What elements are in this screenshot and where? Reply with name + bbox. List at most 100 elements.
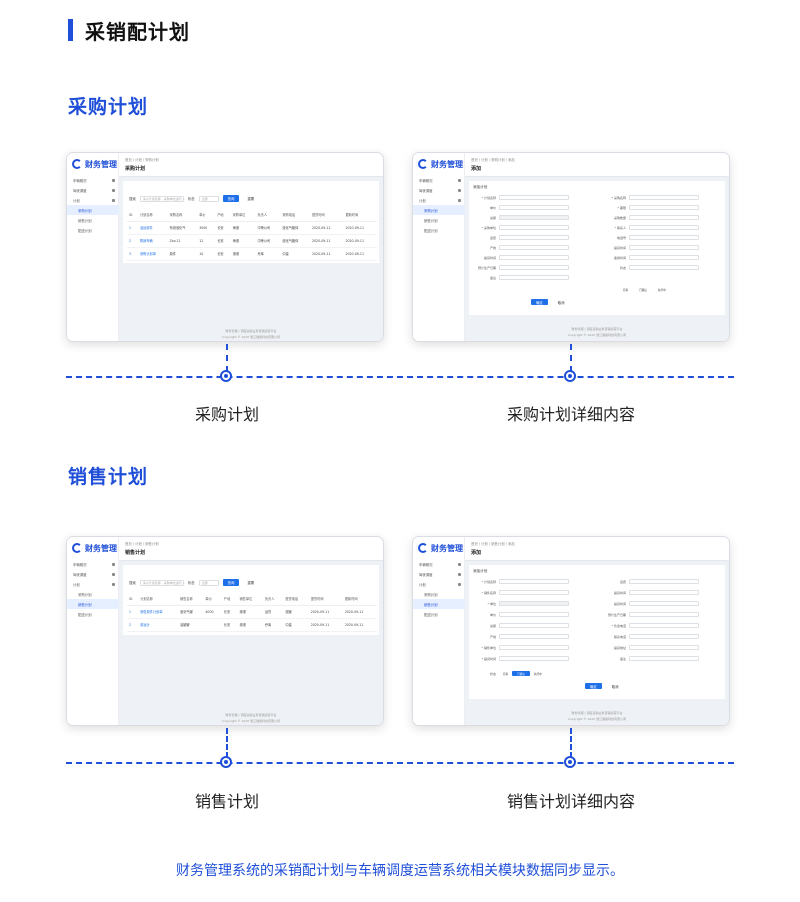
confirm-button[interactable]: 确定 xyxy=(585,683,602,689)
menu-item-sales-plan[interactable]: 销售计划 xyxy=(67,599,119,609)
mini-page-title: 采购计划 xyxy=(125,166,146,172)
mini-footer: 财务管理 | 调度运输业务营销运营平台 xyxy=(571,711,623,715)
menu-item-vehicle[interactable]: 车辆概况 xyxy=(67,175,119,185)
form-title: 添加计划 xyxy=(473,185,488,189)
menu-item-dispatch[interactable]: 驾驶调度 xyxy=(67,569,119,579)
menu-item-plan[interactable]: 计划 xyxy=(67,195,119,205)
status-select[interactable]: 全部 xyxy=(198,195,219,202)
form-input[interactable] xyxy=(499,255,569,260)
cancel-button[interactable]: 取消 xyxy=(607,683,623,689)
table-cell[interactable]: 原运计 xyxy=(138,618,179,632)
form-input[interactable] xyxy=(499,265,569,270)
menu-item-delivery-plan[interactable]: 配送计划 xyxy=(424,228,438,233)
form-label: 预计生产日期 xyxy=(477,265,496,270)
menu-item-vehicle[interactable]: 车辆概况 xyxy=(67,559,119,569)
menu-item-purchase-plan[interactable]: 采购计划 xyxy=(67,205,119,215)
menu-item-plan[interactable]: 计划 xyxy=(413,579,465,589)
form-input[interactable] xyxy=(629,579,699,584)
menu-item-delivery-plan[interactable]: 配送计划 xyxy=(78,612,92,617)
breadcrumb: 首页 / 计划 / 销售计划 xyxy=(125,542,159,546)
menu-item-dispatch[interactable]: 驾驶调度 xyxy=(413,185,465,195)
form-label: * 提货时间 xyxy=(481,656,496,661)
form-input[interactable] xyxy=(629,205,699,210)
form-input[interactable] xyxy=(629,590,699,595)
reset-button[interactable]: 重置 xyxy=(243,579,259,586)
menu-item-delivery-plan[interactable]: 配送计划 xyxy=(78,228,92,233)
form-row: 提货时间 xyxy=(599,245,699,250)
form-input[interactable] xyxy=(499,612,569,617)
form-input[interactable] xyxy=(629,612,699,617)
form-input[interactable] xyxy=(629,195,699,200)
menu-item-dispatch[interactable]: 驾驶调度 xyxy=(67,185,119,195)
table-cell[interactable]: 销售原件计划单 xyxy=(138,605,179,619)
table-cell: 海港 xyxy=(230,234,256,248)
form-input[interactable] xyxy=(499,634,569,639)
menu-item-plan[interactable]: 计划 xyxy=(413,195,465,205)
form-input[interactable] xyxy=(629,623,699,628)
section-title-purchase: 采购计划 xyxy=(68,96,149,118)
query-button[interactable]: 查询 xyxy=(222,195,240,202)
menu-item-vehicle[interactable]: 车辆概况 xyxy=(413,175,465,185)
table-header-cell: 提货电话 xyxy=(283,593,309,606)
form-input[interactable] xyxy=(499,656,569,661)
form-label: * 销售名称 xyxy=(481,590,496,595)
search-input[interactable]: 请以计划名称、采购单位进行... xyxy=(139,579,185,586)
table-cell: 2020-09-11 xyxy=(308,618,343,632)
menu-item-sales-plan[interactable]: 销售计划 xyxy=(78,218,92,223)
form-input[interactable] xyxy=(499,195,569,200)
table-cell: 4000 xyxy=(203,605,222,619)
menu-item-plan[interactable]: 计划 xyxy=(67,579,119,589)
screenshot-purchase-detail: 财务管理 车辆概况 驾驶调度 计划 采购计划 销售计划 配送计划 首页 / 计划… xyxy=(412,152,730,342)
table-cell: 长安 xyxy=(215,247,231,261)
form-input[interactable] xyxy=(629,656,699,661)
table-header-cell: 销售名称 xyxy=(178,593,204,606)
table-cell: 港港 xyxy=(237,618,263,632)
cancel-button[interactable]: 取消 xyxy=(553,299,569,305)
menu-item-sales-plan[interactable]: 销售计划 xyxy=(413,599,465,609)
form-input[interactable] xyxy=(499,235,569,240)
form-input[interactable] xyxy=(499,205,569,210)
menu-item-sales-plan[interactable]: 销售计划 xyxy=(424,218,438,223)
menu-item-vehicle[interactable]: 车辆概况 xyxy=(413,559,465,569)
form-input[interactable] xyxy=(629,601,699,606)
menu-item-purchase-plan[interactable]: 采购计划 xyxy=(413,205,465,215)
form-input[interactable] xyxy=(629,265,699,270)
form-input[interactable] xyxy=(499,275,569,280)
form-input[interactable] xyxy=(629,255,699,260)
form-input[interactable] xyxy=(629,215,699,220)
form-input[interactable] xyxy=(499,245,569,250)
form-label: * 计划名称 xyxy=(481,579,496,584)
form-input[interactable] xyxy=(499,590,569,595)
table-cell[interactable]: 油运原件 xyxy=(138,221,168,235)
form-input[interactable] xyxy=(499,623,569,628)
query-button[interactable]: 查询 xyxy=(222,579,240,586)
table-cell[interactable]: 采购计划单 xyxy=(138,247,168,261)
confirm-button[interactable]: 确定 xyxy=(531,299,548,305)
menu-item-purchase-plan[interactable]: 采购计划 xyxy=(424,592,438,597)
status-select[interactable]: 全部 xyxy=(198,579,219,586)
form-input[interactable] xyxy=(629,645,699,650)
form-input[interactable] xyxy=(499,215,569,220)
table-header-cell: 提货时间 xyxy=(309,209,344,222)
form-input[interactable] xyxy=(499,645,569,650)
reset-button[interactable]: 重置 xyxy=(243,195,259,202)
menu-item-purchase-plan[interactable]: 采购计划 xyxy=(78,592,92,597)
form-input[interactable] xyxy=(499,225,569,230)
form-input[interactable] xyxy=(499,579,569,584)
form-input[interactable] xyxy=(629,225,699,230)
table-cell: 10 xyxy=(197,247,216,261)
form-input[interactable] xyxy=(499,601,569,606)
form-input[interactable] xyxy=(629,235,699,240)
menu-item-delivery-plan[interactable]: 配送计划 xyxy=(424,612,438,617)
search-input[interactable]: 请以计划名称、采购单位进行... xyxy=(139,195,185,202)
table-cell[interactable]: 购销车辆 xyxy=(138,234,168,248)
form-input[interactable] xyxy=(629,634,699,639)
form-input[interactable] xyxy=(629,245,699,250)
menu-item-dispatch[interactable]: 驾驶调度 xyxy=(413,569,465,579)
form-label: 联系电话 xyxy=(613,634,626,639)
